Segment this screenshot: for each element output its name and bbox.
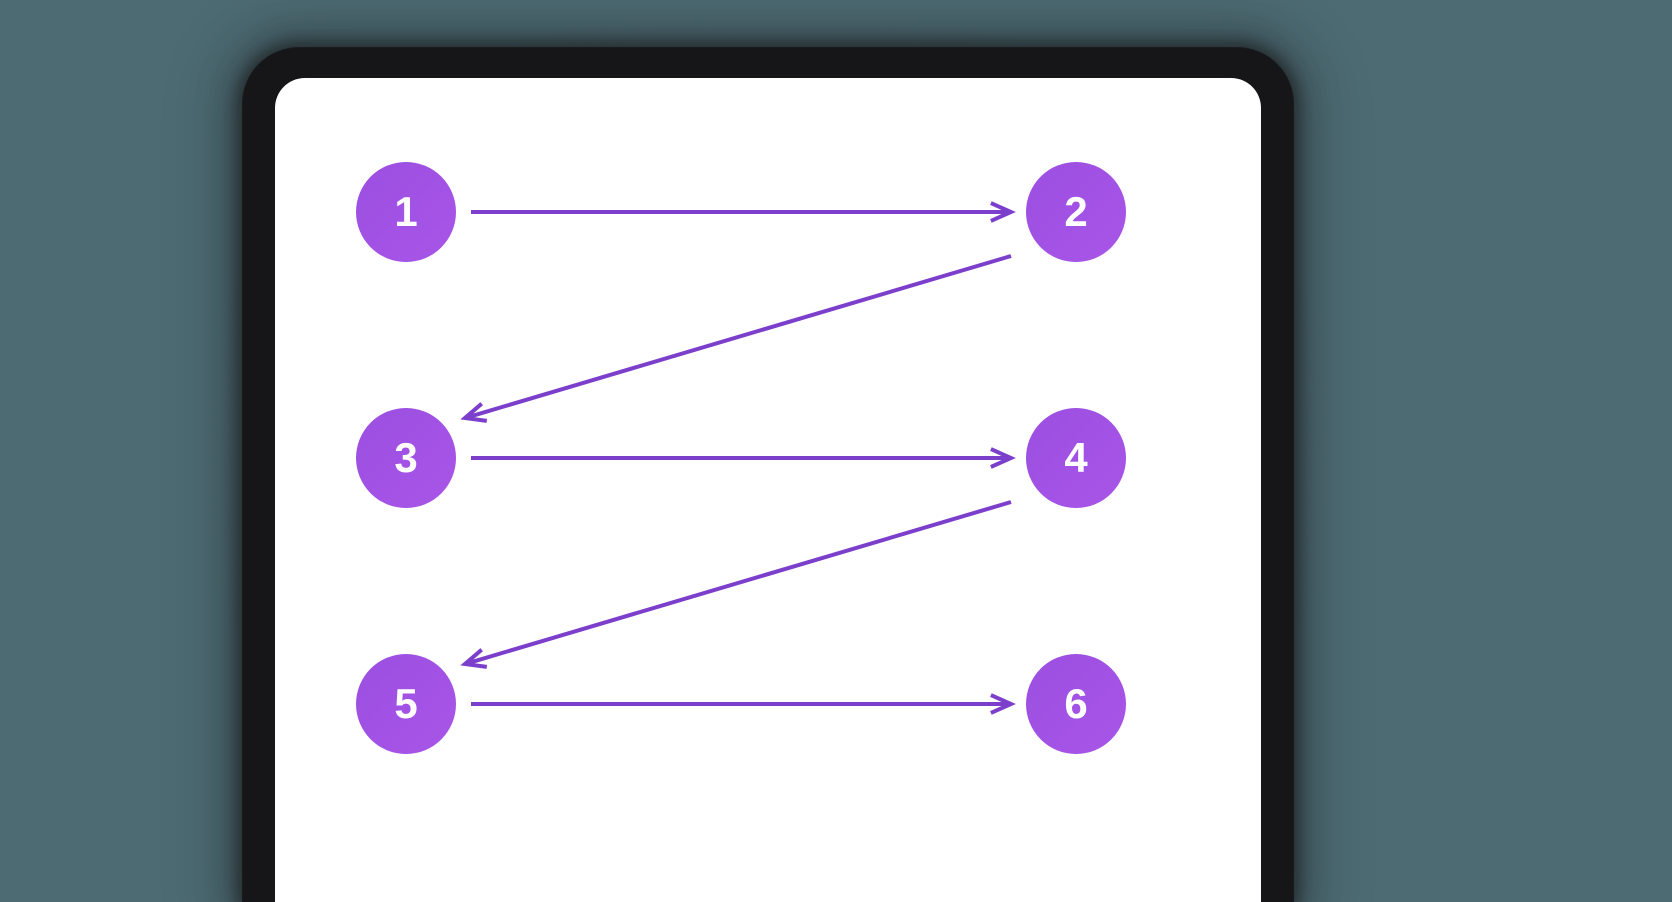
flow-node-5[interactable]: 5 <box>356 654 456 754</box>
flow-node-2[interactable]: 2 <box>1026 162 1126 262</box>
flow-edge-arrowhead-icon <box>460 402 488 423</box>
flow-edge-5-to-6 <box>471 693 1016 715</box>
flow-node-label: 1 <box>394 188 418 235</box>
flow-node-label: 2 <box>1064 188 1088 235</box>
flow-node-3[interactable]: 3 <box>356 408 456 508</box>
flow-node-label: 3 <box>394 434 418 481</box>
flow-edge-line <box>467 500 1012 666</box>
flow-node-1[interactable]: 1 <box>356 162 456 262</box>
flow-edge-arrowhead-icon <box>990 201 1016 223</box>
flow-node-4[interactable]: 4 <box>1026 408 1126 508</box>
flow-edge-line <box>467 254 1012 420</box>
flow-edge-2-to-3 <box>460 254 1012 423</box>
flow-node-label: 5 <box>394 680 418 727</box>
flow-edge-arrowhead-icon <box>460 648 488 669</box>
tablet-screen: 1 2 3 4 5 6 <box>275 78 1261 902</box>
flow-edge-arrowhead-icon <box>990 693 1016 715</box>
flow-diagram-canvas <box>460 201 1016 715</box>
flow-node-6[interactable]: 6 <box>1026 654 1126 754</box>
flow-edge-arrowhead-icon <box>990 447 1016 469</box>
flow-node-label: 6 <box>1064 680 1088 727</box>
flow-node-label: 4 <box>1064 434 1088 481</box>
flow-edge-1-to-2 <box>471 201 1016 223</box>
flow-edge-3-to-4 <box>471 447 1016 469</box>
flow-edge-4-to-5 <box>460 500 1012 669</box>
